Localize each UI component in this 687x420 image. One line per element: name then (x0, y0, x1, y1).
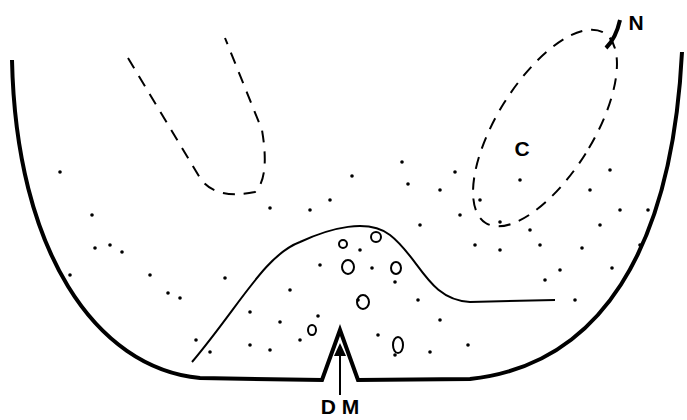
midline-label: D M (321, 396, 360, 417)
cell-ring (391, 262, 401, 274)
nerve-label: N (628, 12, 643, 33)
stipple-dot (543, 278, 547, 282)
stipple-dot (458, 213, 462, 217)
stipple-dot (248, 310, 252, 314)
cell-ring (308, 325, 316, 335)
stipple-dot (90, 213, 94, 217)
stipple-dot (318, 263, 322, 267)
stipple-dot (350, 174, 354, 178)
stipple-dot (208, 350, 212, 354)
stipple-dot (248, 343, 252, 347)
region-label: C (514, 138, 529, 159)
stipple-dot (223, 276, 227, 280)
stipple-dot (610, 266, 614, 270)
stipple-dot (393, 280, 397, 284)
stipple-dot (418, 223, 422, 227)
dashed-region-right (445, 8, 645, 249)
stipple-dot (638, 243, 642, 247)
stipple-dot (148, 273, 152, 277)
stipple-dot (473, 243, 477, 247)
stipple-dot (298, 338, 302, 342)
nerve-mark (606, 20, 620, 48)
stipple-dot (370, 266, 374, 270)
inner-mound (192, 226, 555, 362)
stipple-dot (358, 248, 362, 252)
stipple-dot (438, 188, 442, 192)
stipple-dot (618, 208, 622, 212)
outer-outline (12, 52, 682, 380)
stipple-dot (438, 318, 442, 322)
stipple-dot (608, 168, 612, 172)
cell-ring (393, 337, 403, 353)
cell-ring (339, 240, 347, 248)
pointer-arrowhead (334, 343, 346, 356)
stipple-dot (573, 298, 577, 302)
stipple-dot (93, 246, 97, 250)
stipple-dot (646, 208, 650, 212)
stipple-dot (400, 160, 404, 164)
stipple-dots (58, 160, 650, 357)
stipple-dot (588, 188, 592, 192)
stipple-dot (268, 206, 272, 210)
cell-ring (342, 260, 354, 274)
stipple-dot (178, 296, 182, 300)
stipple-dot (194, 338, 198, 342)
stipple-dot (428, 350, 432, 354)
stipple-dot (316, 314, 320, 318)
stipple-dot (328, 198, 332, 202)
stipple-dot (478, 198, 482, 202)
stipple-dot (58, 170, 62, 174)
stipple-dot (308, 208, 312, 212)
stipple-dot (376, 333, 380, 337)
stipple-dot (453, 170, 457, 174)
stipple-dot (538, 243, 542, 247)
stipple-dot (528, 228, 532, 232)
stipple-dot (406, 182, 410, 186)
stipple-dot (558, 268, 562, 272)
cell-ring (357, 295, 369, 309)
stipple-dot (120, 250, 124, 254)
stipple-dot (268, 348, 272, 352)
stipple-dot (498, 248, 502, 252)
stipple-dot (108, 243, 112, 247)
stipple-dot (580, 246, 584, 250)
stipple-dot (498, 220, 502, 224)
stipple-dot (393, 353, 397, 357)
stipple-dot (278, 320, 282, 324)
dashed-region-left (128, 38, 265, 194)
stipple-dot (166, 291, 170, 295)
stipple-dot (598, 223, 602, 227)
stipple-dot (518, 178, 522, 182)
stipple-dot (466, 343, 470, 347)
stipple-dot (288, 288, 292, 292)
stipple-dot (416, 298, 420, 302)
stipple-dot (68, 273, 72, 277)
cell-ring (371, 232, 381, 242)
